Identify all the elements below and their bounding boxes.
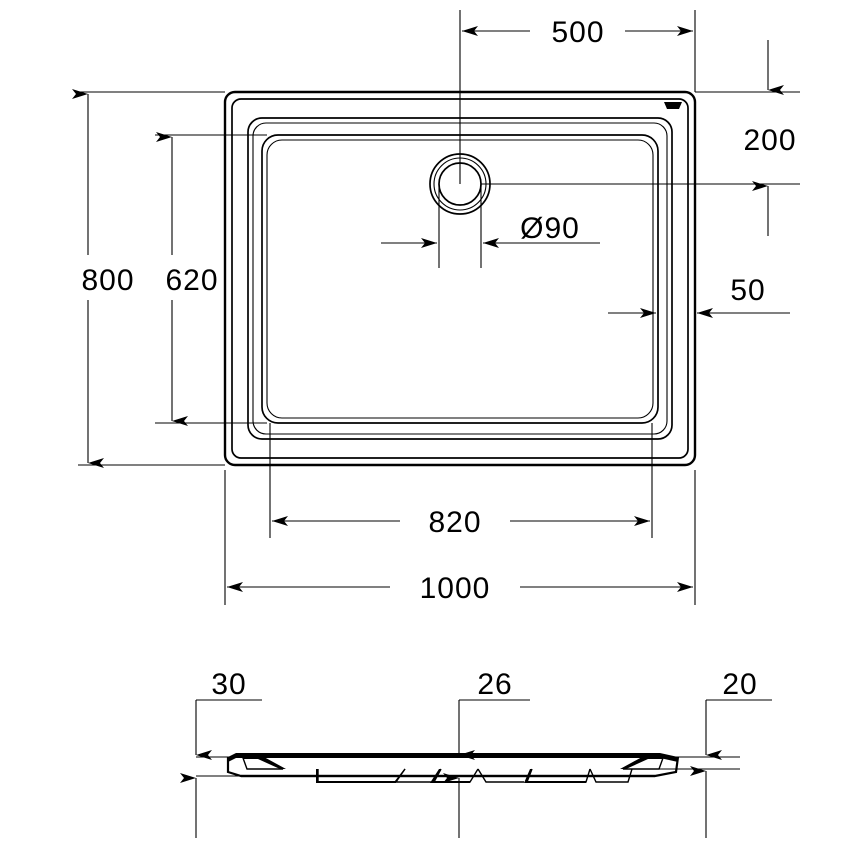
dim-200-label: 200 (743, 124, 796, 157)
dim-620-label: 620 (165, 264, 218, 297)
dim-30-label: 30 (211, 668, 246, 701)
dim-d90-label: Ø90 (520, 212, 580, 245)
dimension-200: 200 (680, 40, 800, 236)
dimension-820: 820 (269, 423, 653, 539)
dim-26-label: 26 (477, 668, 512, 701)
profile-body-outline (226, 756, 680, 778)
profile-rib-left-fill (316, 769, 396, 783)
dimension-620: 620 (155, 132, 267, 426)
dim-820-label: 820 (428, 506, 481, 539)
dimension-800: 800 (72, 89, 225, 468)
profile-rib-center (477, 768, 524, 783)
profile-top-face (228, 753, 678, 762)
dimension-1000: 1000 (224, 470, 696, 605)
dimension-30: 30 (180, 668, 305, 838)
dimension-500: 500 (459, 10, 696, 184)
dim-1000-label: 1000 (420, 572, 491, 605)
dim-20-label: 20 (722, 668, 757, 701)
dimension-26: 26 (443, 668, 530, 838)
dim-800-label: 800 (81, 264, 134, 297)
dim-500-label: 500 (551, 16, 604, 49)
profile-right-chamfer-fill (620, 757, 663, 769)
profile-left-chamfer-fill (243, 757, 286, 769)
dimension-50: 50 (608, 270, 790, 400)
profile-rib-right-fill (524, 769, 586, 783)
dimension-drain-diameter: Ø90 (381, 183, 782, 268)
dimension-20: 20 (640, 668, 772, 838)
profile-rib-center-fill (430, 769, 470, 783)
dim-50-label: 50 (730, 274, 765, 307)
brand-notch-mark (664, 102, 682, 109)
